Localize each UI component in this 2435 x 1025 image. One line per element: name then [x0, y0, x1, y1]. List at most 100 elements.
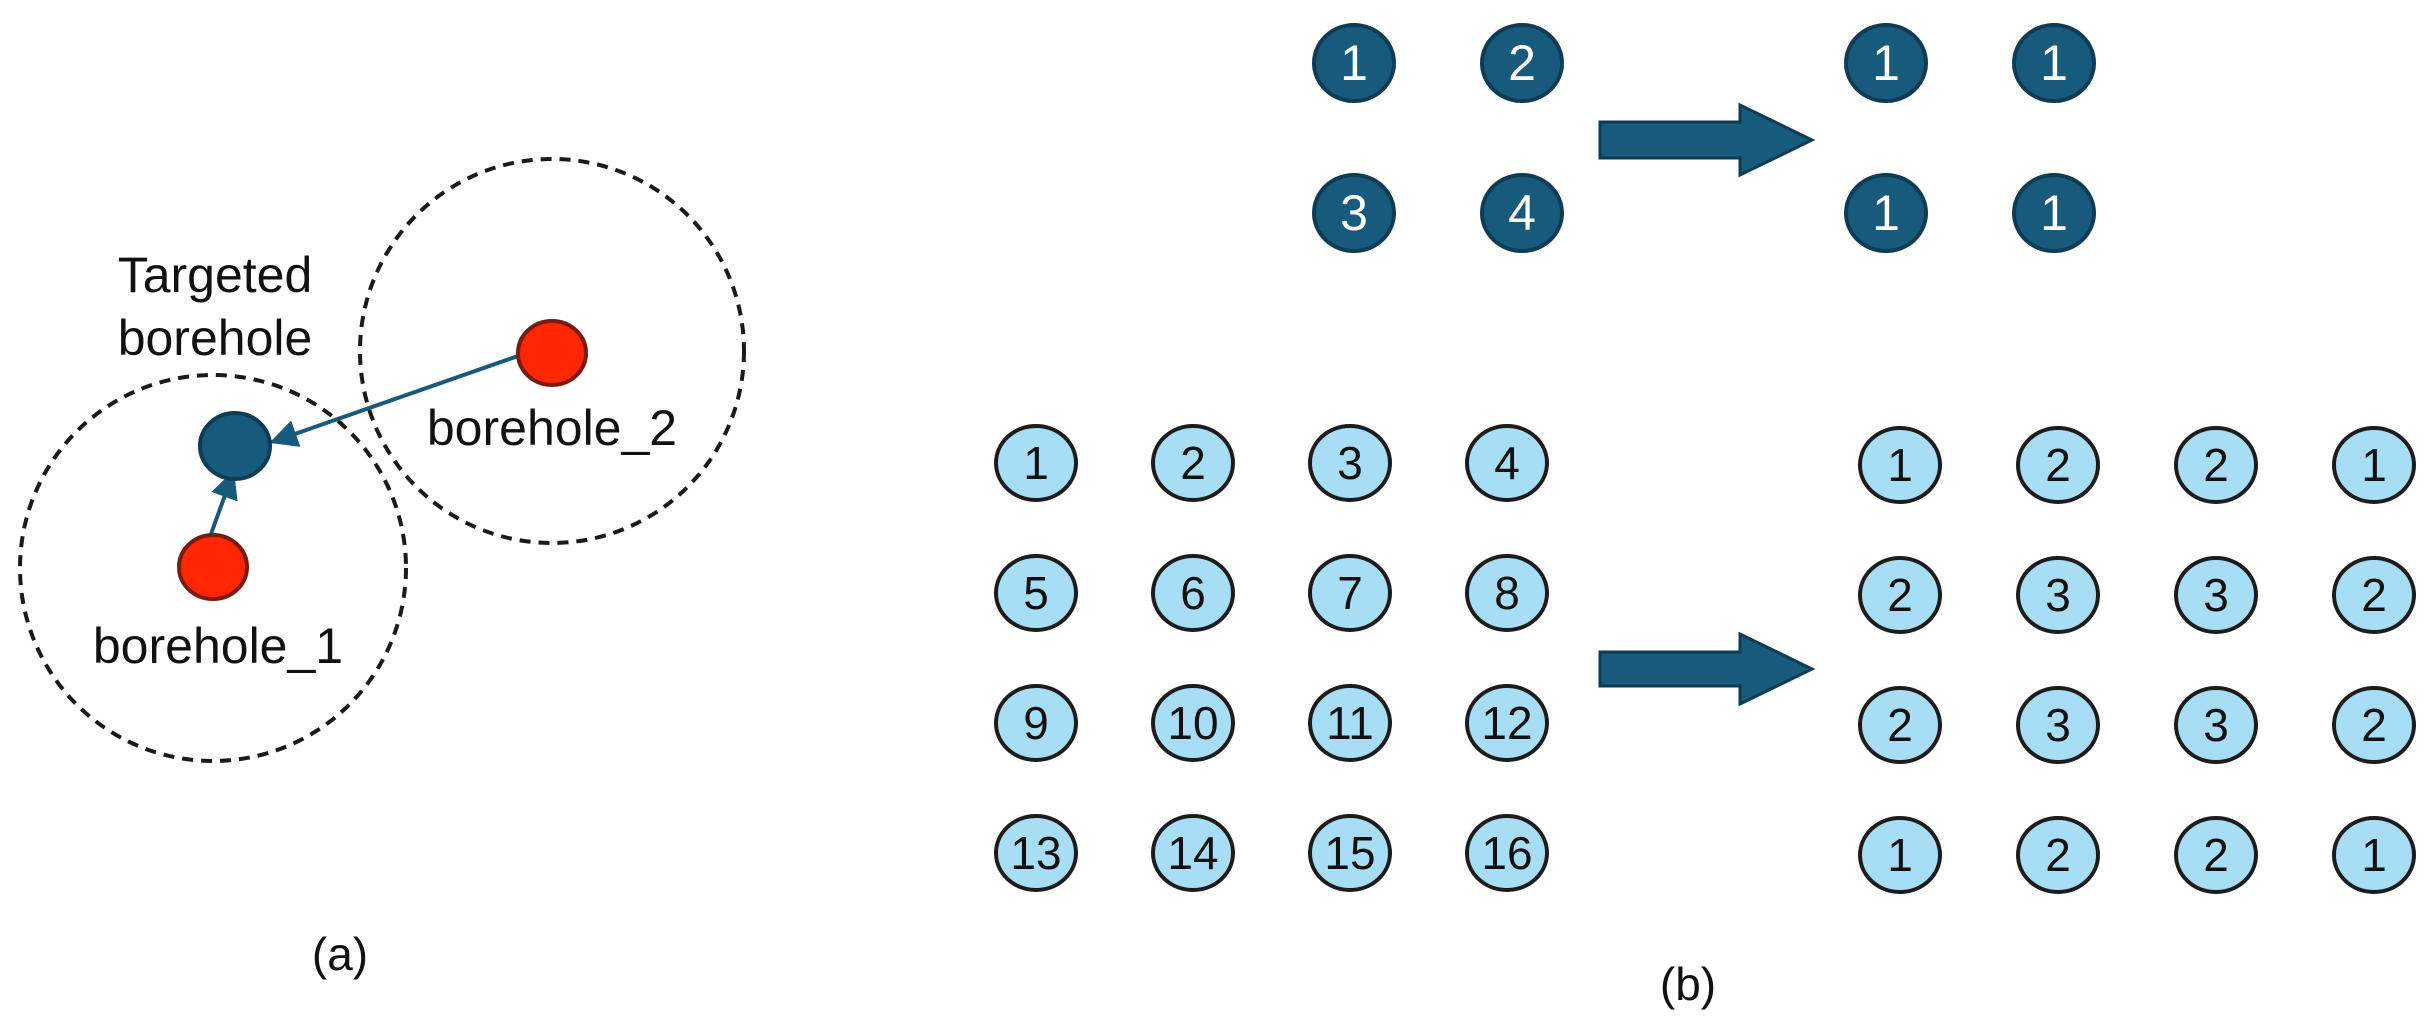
small-grid-before-node: 3: [1312, 173, 1396, 253]
large-grid-after-node-label: 3: [2045, 699, 2071, 751]
panel-b-caption: (b): [1660, 958, 1716, 1010]
large-grid-before-node: 5: [994, 554, 1078, 632]
large-grid-before-node-circle: [1308, 684, 1392, 762]
large-grid-before-node-label: 2: [1180, 437, 1206, 489]
small-grid-after-node-circle: [2012, 173, 2096, 253]
large-grid-before-node: 10: [1151, 684, 1235, 762]
small-grid-before-node-circle: [1312, 173, 1396, 253]
large-grid-before-node-circle: [1151, 684, 1235, 762]
targeted-borehole-label-line2: borehole: [118, 310, 313, 366]
large-grid-before-node-label: 15: [1324, 827, 1375, 879]
panel-a: Targeted borehole borehole_1 borehole_2 …: [18, 157, 746, 980]
small-grid-after-node-label: 1: [1872, 185, 1900, 241]
large-grid-before-node-circle: [1465, 814, 1549, 892]
large-grid-before-node: 12: [1465, 684, 1549, 762]
large-grid-after-node-circle: [2174, 816, 2258, 894]
large-grid-after-node: 3: [2174, 686, 2258, 764]
large-grid-before-node-circle: [994, 684, 1078, 762]
large-grid-after-node-circle: [2174, 556, 2258, 634]
small-grid-after-node-label: 1: [2040, 35, 2068, 91]
large-grid-after-node-label: 3: [2203, 699, 2229, 751]
small-grid-before-node-label: 1: [1340, 35, 1368, 91]
large-grid-before-node: 13: [994, 814, 1078, 892]
large-grid-after-node-circle: [1858, 686, 1942, 764]
large-grid-after-node: 2: [1858, 556, 1942, 634]
small-grid-after-node-circle: [1844, 23, 1928, 103]
small-grid-after-node-label: 1: [2040, 185, 2068, 241]
large-grid-after-node: 1: [1858, 426, 1942, 504]
small-grid-before-node-label: 4: [1508, 185, 1536, 241]
small-grid-after-node: 1: [2012, 173, 2096, 253]
large-grid-before-node: 15: [1308, 814, 1392, 892]
arrow-borehole-1-to-target: [209, 470, 238, 535]
large-grid-after-node: 3: [2016, 556, 2100, 634]
large-grid-after-node-circle: [2016, 426, 2100, 504]
large-grid-before-node-label: 3: [1337, 437, 1363, 489]
large-grid-after-node-circle: [2174, 426, 2258, 504]
targeted-borehole-label-line1: Targeted: [118, 247, 313, 303]
large-grid-before-node-label: 5: [1023, 567, 1049, 619]
transform-arrow-bottom: [1598, 631, 1816, 707]
large-grid-after-node: 1: [1858, 816, 1942, 894]
large-grid-after-node-label: 1: [2361, 439, 2387, 491]
borehole-2-label: borehole_2: [427, 400, 677, 456]
large-grid-after-node-circle: [2332, 816, 2416, 894]
large-grid-after-node: 1: [2332, 816, 2416, 894]
large-grid-before-node: 16: [1465, 814, 1549, 892]
small-grid-before-node: 4: [1480, 173, 1564, 253]
large-grid-after-node: 2: [1858, 686, 1942, 764]
large-grid-before-node: 6: [1151, 554, 1235, 632]
large-grid-before-node-label: 14: [1167, 827, 1218, 879]
transform-arrow-top: [1598, 102, 1816, 178]
large-grid-after-node-label: 2: [2045, 439, 2071, 491]
large-grid-after-node: 2: [2016, 426, 2100, 504]
large-grid-before-node-circle: [994, 554, 1078, 632]
large-grid-after-node-label: 2: [2045, 829, 2071, 881]
large-grid-after-node-circle: [2016, 816, 2100, 894]
large-grid-after-node-label: 3: [2203, 569, 2229, 621]
large-grid-after-node-circle: [1858, 556, 1942, 634]
large-grid-after-node: 3: [2016, 686, 2100, 764]
large-grid-after-node-label: 2: [1887, 699, 1913, 751]
large-grid-before-node-label: 4: [1494, 437, 1520, 489]
large-grid-before-node: 1: [994, 424, 1078, 502]
large-grid-before-node: 11: [1308, 684, 1392, 762]
large-grid-before-node-label: 8: [1494, 567, 1520, 619]
large-grid-before-node-circle: [1308, 814, 1392, 892]
panel-a-caption: (a): [312, 928, 368, 980]
small-grid-after-node: 1: [2012, 23, 2096, 103]
large-grid-after-node: 2: [2174, 426, 2258, 504]
small-grid-after-node-circle: [2012, 23, 2096, 103]
large-grid-before-node: 4: [1465, 424, 1549, 502]
small-grid-before-node: 1: [1312, 23, 1396, 103]
small-grid-after-node: 1: [1844, 173, 1928, 253]
large-grid-after-node-circle: [2332, 686, 2416, 764]
large-grid-after-node: 3: [2174, 556, 2258, 634]
large-grid-before-node-circle: [1151, 554, 1235, 632]
small-grid-before-node-circle: [1480, 173, 1564, 253]
large-grid-after-node-circle: [1858, 426, 1942, 504]
small-grid-before: 1 2 3 4: [1312, 23, 1564, 253]
large-grid-before-node: 7: [1308, 554, 1392, 632]
small-grid-before-node-circle: [1312, 23, 1396, 103]
borehole-1-node: [177, 533, 249, 601]
large-grid-before-node: 8: [1465, 554, 1549, 632]
large-grid-before-node-label: 11: [1326, 697, 1374, 749]
arrow-borehole-2-to-target: [269, 354, 519, 447]
large-grid-before-node-circle: [1465, 684, 1549, 762]
large-grid-after-node-label: 1: [1887, 439, 1913, 491]
large-grid-before-node-circle: [1465, 554, 1549, 632]
large-grid-before-node-circle: [994, 814, 1078, 892]
large-grid-before-node: 2: [1151, 424, 1235, 502]
influence-circle-borehole-2: [358, 157, 746, 545]
small-grid-before-node: 2: [1480, 23, 1564, 103]
targeted-borehole-node: [198, 411, 272, 481]
large-grid-after-node-label: 3: [2045, 569, 2071, 621]
large-grid-after-node-label: 2: [1887, 569, 1913, 621]
large-grid-before-node-label: 16: [1481, 827, 1532, 879]
small-grid-before-node-label: 3: [1340, 185, 1368, 241]
